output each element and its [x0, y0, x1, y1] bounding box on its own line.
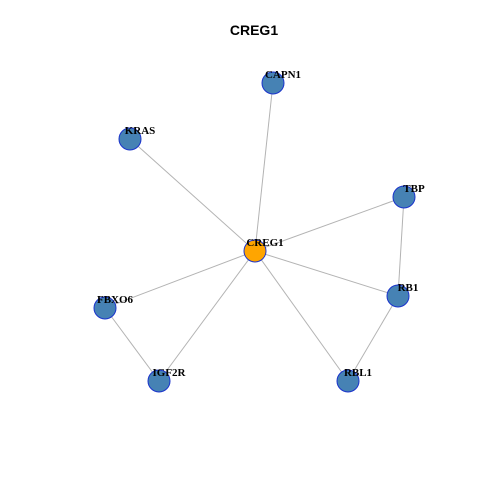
node-circle-tbp	[392, 185, 416, 209]
node-label-tbp: TBP	[403, 183, 425, 195]
node-fbxo6: FBXO6	[93, 294, 134, 320]
edge-creg1-kras	[129, 138, 256, 252]
edge-fbxo6-igf2r	[104, 307, 160, 382]
node-label-capn1: CAPN1	[265, 69, 301, 81]
edge-creg1-capn1	[254, 82, 274, 252]
node-rbl1: RBL1	[336, 367, 372, 393]
edge-creg1-fbxo6	[104, 250, 256, 309]
edge-creg1-igf2r	[158, 250, 256, 382]
node-label-igf2r: IGF2R	[153, 367, 187, 379]
node-circle-kras	[118, 127, 142, 151]
node-capn1: CAPN1	[261, 69, 301, 95]
node-circle-capn1	[261, 71, 285, 95]
node-tbp: TBP	[392, 183, 425, 209]
node-label-rb1: RB1	[398, 282, 419, 294]
node-creg1: CREG1	[243, 237, 284, 263]
node-circle-igf2r	[147, 369, 171, 393]
node-circle-rb1	[386, 284, 410, 308]
node-label-kras: KRAS	[125, 125, 156, 137]
node-circle-fbxo6	[93, 296, 117, 320]
node-igf2r: IGF2R	[147, 367, 187, 393]
node-circle-creg1	[243, 239, 267, 263]
node-kras: KRAS	[118, 125, 156, 151]
edge-creg1-rbl1	[254, 250, 349, 382]
edge-creg1-rb1	[254, 250, 399, 297]
node-label-fbxo6: FBXO6	[97, 294, 134, 306]
diagram-title: CREG1	[230, 22, 278, 38]
node-label-rbl1: RBL1	[344, 367, 372, 379]
node-circle-rbl1	[336, 369, 360, 393]
node-rb1: RB1	[386, 282, 419, 308]
edge-tbp-rb1	[397, 196, 405, 297]
edge-rb1-rbl1	[347, 295, 399, 382]
node-label-creg1: CREG1	[246, 237, 283, 249]
edge-creg1-tbp	[254, 196, 405, 252]
edges-layer	[104, 82, 405, 382]
